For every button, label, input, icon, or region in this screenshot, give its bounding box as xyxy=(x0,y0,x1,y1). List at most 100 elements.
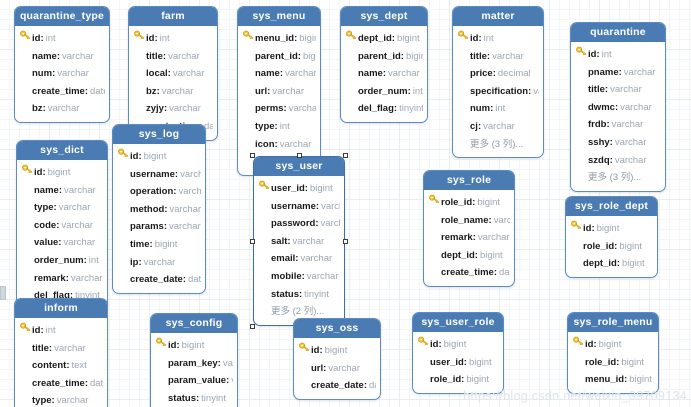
resize-handle-ne[interactable] xyxy=(343,153,348,158)
column-row-primary-key[interactable]: id:int xyxy=(458,29,539,47)
column-row[interactable]: role_id:bigint xyxy=(418,370,499,388)
entity-table-sys_role[interactable]: sys_rolerole_id:bigintrole_name:varcharr… xyxy=(423,170,515,287)
column-row[interactable]: salt:varchar xyxy=(259,232,340,250)
entity-table-sys_user[interactable]: sys_useruser_id:bigintusername:varcharpa… xyxy=(253,156,345,326)
column-row[interactable]: remark:varchar xyxy=(429,228,510,246)
column-row[interactable]: pname:varchar xyxy=(576,63,661,81)
column-row[interactable]: password:varchar xyxy=(259,214,340,232)
entity-table-sys_dept[interactable]: sys_deptdept_id:bigintparent_id:bigintna… xyxy=(340,6,428,123)
column-row[interactable]: remark:varchar xyxy=(22,269,103,287)
entity-table-sys_menu[interactable]: sys_menumenu_id:bigintparent_id:bigintna… xyxy=(237,6,321,176)
column-row[interactable]: cj:varchar xyxy=(458,117,539,135)
column-row[interactable]: bz:varchar xyxy=(134,82,213,100)
column-row[interactable]: order_num:int xyxy=(346,82,423,100)
column-row[interactable]: parent_id:bigint xyxy=(243,47,316,65)
column-row[interactable]: time:bigint xyxy=(118,235,201,253)
column-row[interactable]: operation:varchar xyxy=(118,182,201,200)
column-row[interactable]: local:varchar xyxy=(134,64,213,82)
column-row[interactable]: zyjy:varchar xyxy=(134,99,213,117)
column-row[interactable]: perms:varchar xyxy=(243,99,316,117)
column-row[interactable]: method:varchar xyxy=(118,200,201,218)
column-row[interactable]: name:varchar xyxy=(243,64,316,82)
entity-table-sys_config[interactable]: sys_configid:bigintparam_key:varch...par… xyxy=(150,313,238,407)
resize-handle-nw[interactable] xyxy=(250,153,255,158)
column-row-primary-key[interactable]: id:bigint xyxy=(418,335,499,353)
resize-handle-e[interactable] xyxy=(343,238,348,244)
column-row[interactable]: title:varchar xyxy=(576,80,661,98)
column-row[interactable]: username:varchar xyxy=(118,165,201,183)
column-row[interactable]: status:tinyint xyxy=(156,389,233,407)
column-row-primary-key[interactable]: id:bigint xyxy=(299,341,376,359)
column-row[interactable]: role_name:varchar xyxy=(429,211,510,229)
column-row[interactable]: specification:var... xyxy=(458,82,539,100)
column-row[interactable]: szdq:varchar xyxy=(576,151,661,169)
column-row[interactable]: price:decimal xyxy=(458,64,539,82)
column-row[interactable]: bz:varchar xyxy=(20,99,105,117)
column-row[interactable]: create_time:date... xyxy=(20,374,103,392)
column-row[interactable]: dept_id:bigint xyxy=(429,246,510,264)
column-row[interactable]: create_date:dat... xyxy=(299,376,376,394)
column-row[interactable]: mobile:varchar xyxy=(259,267,340,285)
column-row[interactable]: num:varchar xyxy=(20,64,105,82)
column-row[interactable]: url:varchar xyxy=(299,359,376,377)
entity-table-sys_log[interactable]: sys_logid:bigintusername:varcharoperatio… xyxy=(112,124,206,294)
column-row-primary-key[interactable]: id:int xyxy=(20,321,103,339)
column-row[interactable]: order_num:int xyxy=(22,251,103,269)
column-row[interactable]: title:varchar xyxy=(20,339,103,357)
resize-handle-n[interactable] xyxy=(296,153,302,158)
more-columns-row[interactable]: 更多 (3 列)... xyxy=(458,135,539,153)
column-row[interactable]: email:varchar xyxy=(259,249,340,267)
column-row[interactable]: frdb:varchar xyxy=(576,115,661,133)
column-row[interactable]: type:varchar xyxy=(22,198,103,216)
vertical-scrollbar-thumb[interactable] xyxy=(0,286,6,300)
column-row[interactable]: name:varchar xyxy=(20,47,105,65)
column-row[interactable]: params:varchar xyxy=(118,217,201,235)
column-row-primary-key[interactable]: user_id:bigint xyxy=(259,179,340,197)
column-row[interactable]: role_id:bigint xyxy=(573,353,654,371)
column-row[interactable]: icon:varchar xyxy=(243,135,316,153)
resize-handle-w[interactable] xyxy=(250,238,255,244)
column-row-primary-key[interactable]: id:bigint xyxy=(571,219,653,237)
more-columns-row[interactable]: 更多 (2 列)... xyxy=(259,302,340,320)
column-row[interactable]: parent_id:bigint xyxy=(346,47,423,65)
column-row-primary-key[interactable]: menu_id:bigint xyxy=(243,29,316,47)
column-row[interactable]: status:tinyint xyxy=(259,285,340,303)
column-row[interactable]: title:varchar xyxy=(458,47,539,65)
column-row[interactable]: url:varchar xyxy=(243,82,316,100)
column-row-primary-key[interactable]: id:bigint xyxy=(156,336,233,354)
column-row[interactable]: value:varchar xyxy=(22,233,103,251)
column-row-primary-key[interactable]: dept_id:bigint xyxy=(346,29,423,47)
column-row[interactable]: dept_id:bigint xyxy=(571,254,653,272)
column-row[interactable]: ip:varchar xyxy=(118,253,201,271)
column-row[interactable]: name:varchar xyxy=(346,64,423,82)
column-row[interactable]: user_id:bigint xyxy=(418,353,499,371)
column-row[interactable]: menu_id:bigint xyxy=(573,370,654,388)
column-row-primary-key[interactable]: id:int xyxy=(134,29,213,47)
column-row-primary-key[interactable]: id:bigint xyxy=(573,335,654,353)
column-row[interactable]: code:varchar xyxy=(22,216,103,234)
column-row[interactable]: num:int xyxy=(458,99,539,117)
column-row[interactable]: create_time:date... xyxy=(20,82,105,100)
column-row[interactable]: del_flag:tinyint xyxy=(346,99,423,117)
column-row[interactable]: title:varchar xyxy=(134,47,213,65)
column-row[interactable]: type:varchar xyxy=(20,391,103,407)
column-row-primary-key[interactable]: id:int xyxy=(20,29,105,47)
column-row[interactable]: dwmc:varchar xyxy=(576,98,661,116)
column-row[interactable]: param_value:var... xyxy=(156,371,233,389)
column-row[interactable]: create_time:date... xyxy=(429,263,510,281)
column-row[interactable]: name:varchar xyxy=(22,181,103,199)
column-row[interactable]: create_date:dat... xyxy=(118,270,201,288)
column-row[interactable]: type:int xyxy=(243,117,316,135)
column-row-primary-key[interactable]: id:bigint xyxy=(22,163,103,181)
column-row[interactable]: del_flag:tinyint xyxy=(22,286,103,304)
column-row-primary-key[interactable]: id:int xyxy=(576,45,661,63)
